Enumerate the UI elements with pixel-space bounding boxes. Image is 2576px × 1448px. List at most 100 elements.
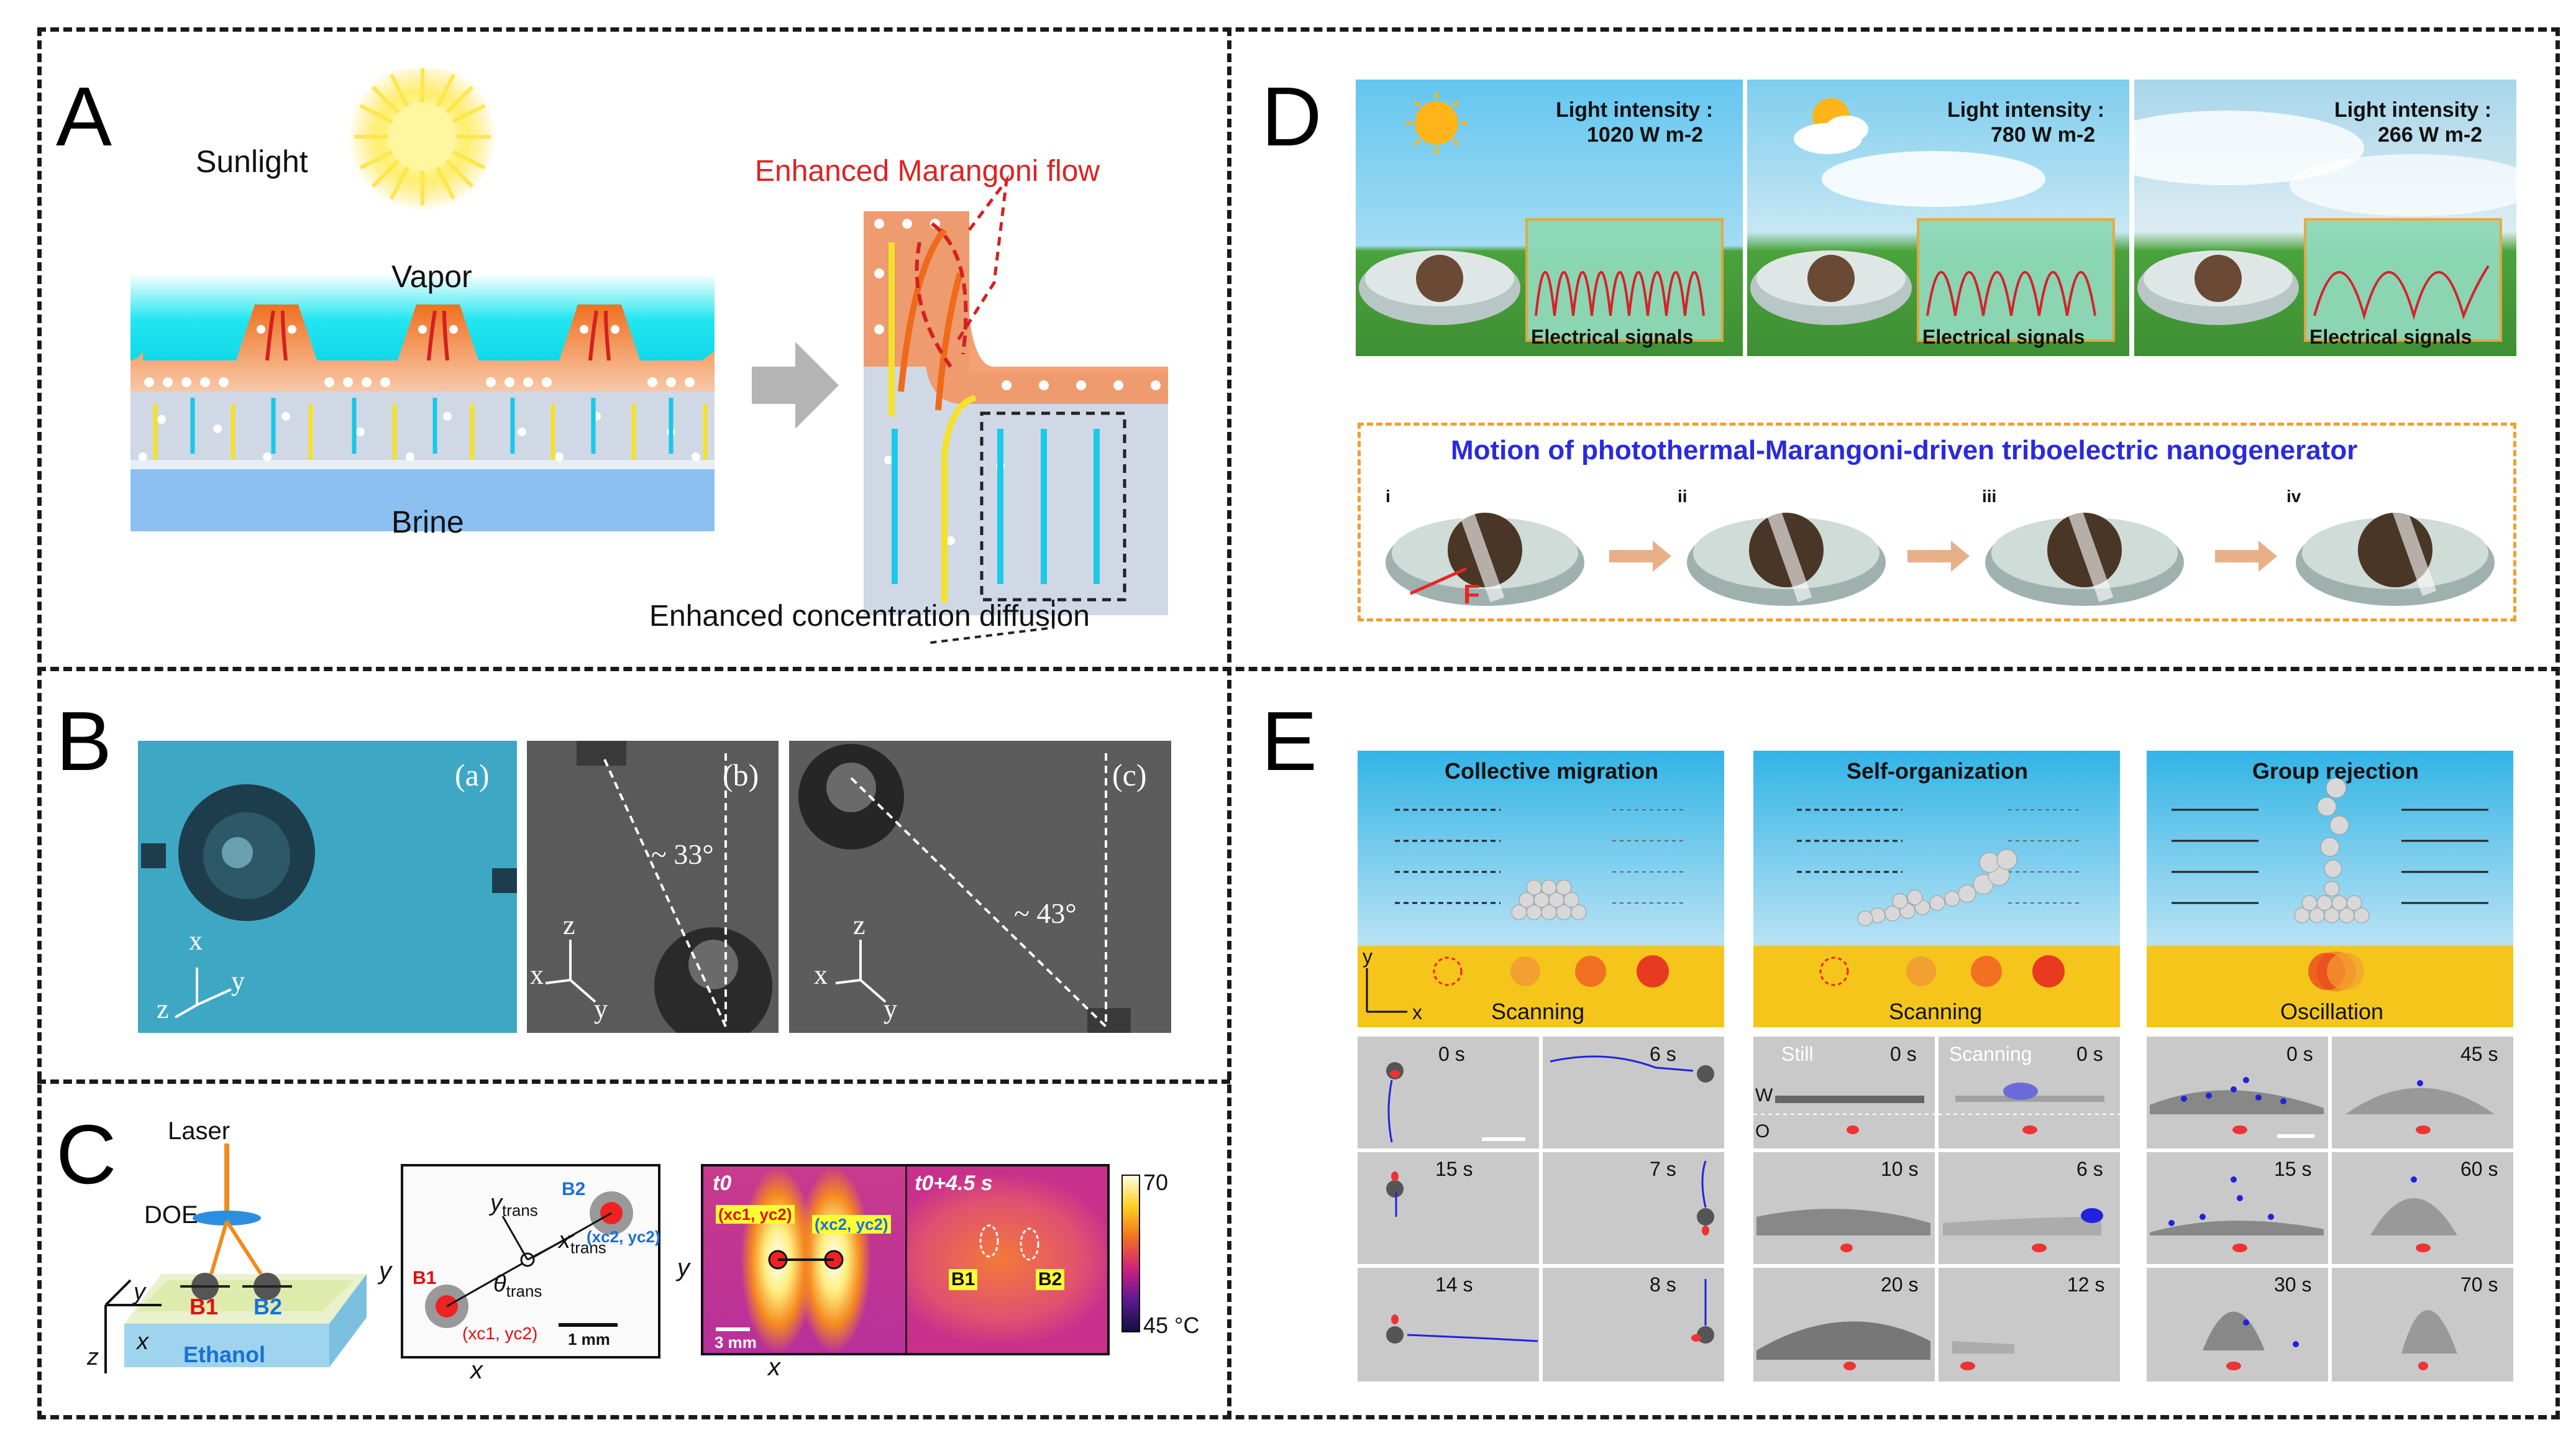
e2-t2: 6 s xyxy=(2076,1158,2103,1180)
panel-label-a: A xyxy=(56,70,112,163)
e2-scanning: Scanning xyxy=(1949,1043,2032,1065)
e1-t5: 8 s xyxy=(1650,1273,1676,1296)
c-scale3: 3 mm xyxy=(715,1333,757,1352)
c-therm-b2: B2 xyxy=(1036,1269,1065,1290)
cloudy-sun-icon xyxy=(1794,98,1868,154)
e3-t0: 0 s xyxy=(2286,1043,2313,1065)
colorbar-max: 70 xyxy=(1143,1170,1169,1195)
vapor-label: Vapor xyxy=(391,259,472,294)
e-grid-2: Still 0 s Scanning 0 s W O 10 s 6 s 20 s… xyxy=(1753,1037,2120,1382)
e2-t4: 12 s xyxy=(2067,1273,2105,1296)
e-scheme-3: Group rejection Oscillation xyxy=(2147,751,2513,1027)
sub-label-c: (c) xyxy=(1112,758,1147,792)
sub-label-a: (a) xyxy=(455,758,490,792)
d1-li-value: 1020 W m-2 xyxy=(1587,123,1704,147)
axis-y-a: y xyxy=(231,966,245,996)
c-therm-b1: B1 xyxy=(949,1269,978,1290)
doe-label: DOE xyxy=(144,1201,198,1229)
d3-elec: Electrical signals xyxy=(2309,326,2472,348)
e3-t2: 15 s xyxy=(2274,1158,2312,1180)
divider-horizontal xyxy=(37,667,2560,671)
d-motion-box: Motion of photothermal-Marangoni-driven … xyxy=(1358,423,2516,621)
d-tile-2: Light intensity : 780 W m-2 Electrical s… xyxy=(1747,80,2129,356)
c-t0: t0 xyxy=(713,1171,732,1195)
d-step-ii: ii xyxy=(1678,487,1688,506)
b2-label: B2 xyxy=(253,1294,283,1319)
e-scheme-1: Collective migration Scanning y x xyxy=(1358,751,1724,1027)
image-b-c: (c) ~ 43° z x y xyxy=(789,741,1171,1033)
colorbar xyxy=(1121,1175,1140,1332)
e-title-2: Self-organization xyxy=(1847,758,2029,784)
c-scale1: 1 mm xyxy=(568,1330,610,1349)
d3-li-label: Light intensity : xyxy=(2334,98,2492,122)
axis-z-a: z xyxy=(157,994,169,1024)
angle-b: ~ 33° xyxy=(651,838,714,870)
d2-li-label: Light intensity : xyxy=(1947,98,2105,122)
c-t0b: t0+4.5 s xyxy=(915,1171,993,1195)
c-ytrans: ytrans xyxy=(490,1190,538,1220)
e3-t3: 60 s xyxy=(2460,1158,2498,1180)
axis-z-b: z xyxy=(563,910,575,940)
tribo-disc-i xyxy=(1386,510,1584,606)
brine-label: Brine xyxy=(391,505,464,539)
c-therm-coord1: (xc1, yc2) xyxy=(716,1205,795,1224)
axis-x-a: x xyxy=(189,925,203,956)
marangoni-label: Enhanced Marangoni flow xyxy=(755,155,1100,188)
image-b-b: (b) ~ 33° z x y xyxy=(527,741,779,1033)
laser-label: Laser xyxy=(168,1117,231,1145)
panel-c-setup xyxy=(104,1143,367,1373)
tribo-disc-iii xyxy=(1985,510,2184,606)
frame-outer xyxy=(37,27,2560,1419)
c-therm-axis-y: y xyxy=(677,1254,690,1281)
d-motion-title: Motion of photothermal-Marangoni-driven … xyxy=(1451,435,2358,465)
panel-label-d: D xyxy=(1261,70,1322,163)
e2-t0b: 0 s xyxy=(2076,1043,2103,1065)
c-theta: θtrans xyxy=(493,1271,542,1301)
d1-elec: Electrical signals xyxy=(1531,326,1694,348)
divider-bc xyxy=(37,1079,1230,1084)
c-traj-axis-x: x xyxy=(470,1357,483,1384)
angle-c: ~ 43° xyxy=(1014,897,1077,929)
d-force: F xyxy=(1463,579,1480,610)
d-step-iii: iii xyxy=(1982,487,1997,506)
e-mode-2: Scanning xyxy=(1889,999,1983,1024)
e-mode-1: Scanning xyxy=(1491,999,1585,1024)
d2-elec: Electrical signals xyxy=(1922,326,2085,348)
c-axis-y: y xyxy=(134,1279,145,1305)
axis-y-c: y xyxy=(884,994,897,1024)
divider-vertical xyxy=(1227,27,1231,1419)
axis-z-c: z xyxy=(853,910,866,940)
d-tile-3: Light intensity : 266 W m-2 Electrical s… xyxy=(2134,80,2516,356)
axis-y-b: y xyxy=(594,994,608,1024)
e1-t2: 15 s xyxy=(1435,1158,1473,1180)
e2-t3: 20 s xyxy=(1881,1273,1919,1296)
e-title-1: Collective migration xyxy=(1445,758,1659,784)
e-grid-1: 0 s 6 s 15 s 7 s 14 s 8 s xyxy=(1358,1037,1724,1382)
d-step-i: i xyxy=(1386,487,1391,506)
e-axis-x: x xyxy=(1412,1001,1422,1024)
panel-c-trajectory: ytrans xtrans θtrans B1 B2 (xc1, yc2) (x… xyxy=(401,1164,660,1359)
diffusion-label: Enhanced concentration diffusion xyxy=(649,600,1090,633)
axis-x-c: x xyxy=(814,960,828,990)
e3-t1: 45 s xyxy=(2460,1043,2498,1065)
d2-li-value: 780 W m-2 xyxy=(1991,123,2096,147)
sun-icon xyxy=(348,68,497,211)
e1-t1: 6 s xyxy=(1650,1043,1676,1065)
c-axis-x: x xyxy=(137,1329,148,1355)
e2-t0a: 0 s xyxy=(1890,1043,1917,1065)
image-b-a: (a) x y z xyxy=(138,741,517,1033)
e1-t0: 0 s xyxy=(1438,1043,1465,1065)
tribo-disc-iv xyxy=(2296,503,2495,606)
c-axis-z: z xyxy=(87,1344,99,1370)
ethanol-label: Ethanol xyxy=(183,1342,265,1367)
panel-c-thermal: t0 t0+4.5 s (xc1, yc2) (xc2, yc2) B1 B2 … xyxy=(701,1164,1110,1355)
e3-t4: 30 s xyxy=(2274,1273,2312,1296)
panel-label-b: B xyxy=(56,694,112,788)
e2-t1: 10 s xyxy=(1881,1158,1919,1180)
c-traj-axis-y: y xyxy=(379,1257,391,1285)
e-title-3: Group rejection xyxy=(2252,758,2419,784)
c-therm-axis-x: x xyxy=(768,1354,780,1381)
panel-a-diagram xyxy=(130,68,1168,644)
d1-li-label: Light intensity : xyxy=(1556,98,1714,122)
c-therm-coord2: (xc2, yc2) xyxy=(812,1215,891,1234)
